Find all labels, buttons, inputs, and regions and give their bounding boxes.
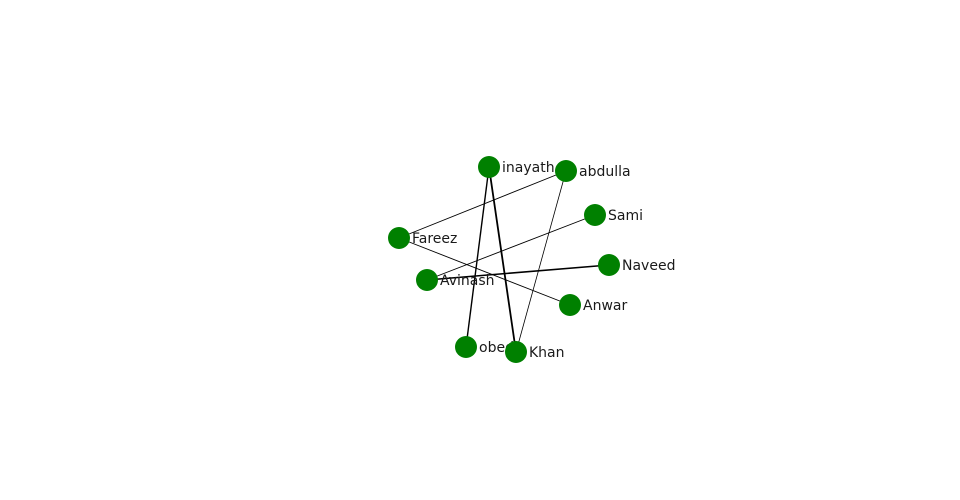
edge-abdulla-fareez xyxy=(398,170,567,239)
node-circle[interactable] xyxy=(559,294,581,316)
edges-layer xyxy=(398,166,610,353)
edge-inayath-khan xyxy=(488,166,517,353)
node-circle[interactable] xyxy=(388,227,410,249)
node-circle[interactable] xyxy=(598,254,620,276)
node-label: Khan xyxy=(529,345,565,361)
node-label: inayath xyxy=(502,160,555,176)
node-khan[interactable]: Khan xyxy=(505,341,565,363)
edge-sami-avinash xyxy=(426,214,596,281)
node-circle[interactable] xyxy=(478,156,500,178)
node-circle[interactable] xyxy=(584,204,606,226)
edge-abdulla-khan xyxy=(515,170,567,353)
node-naveed[interactable]: Naveed xyxy=(598,254,675,276)
node-sami[interactable]: Sami xyxy=(584,204,643,226)
node-label: abdulla xyxy=(579,164,631,180)
node-label: Naveed xyxy=(622,258,675,274)
node-circle[interactable] xyxy=(505,341,527,363)
edge-fareez-anwar xyxy=(398,237,571,306)
node-label: Avinash xyxy=(440,273,495,289)
node-circle[interactable] xyxy=(455,336,477,358)
node-fareez[interactable]: Fareez xyxy=(388,227,457,249)
node-label: Sami xyxy=(608,208,643,224)
node-anwar[interactable]: Anwar xyxy=(559,294,627,316)
node-label: Anwar xyxy=(583,298,627,314)
node-abdulla[interactable]: abdulla xyxy=(555,160,631,182)
edge-avinash-naveed xyxy=(426,264,610,281)
node-avinash[interactable]: Avinash xyxy=(416,269,495,291)
edge-inayath-obedh xyxy=(465,166,490,348)
node-inayath[interactable]: inayath xyxy=(478,156,555,178)
nodes-layer: inayath abdullaSamiFareezNaveedAvinashAnw… xyxy=(388,156,675,363)
node-circle[interactable] xyxy=(416,269,438,291)
node-label: Fareez xyxy=(412,231,457,247)
node-circle[interactable] xyxy=(555,160,577,182)
